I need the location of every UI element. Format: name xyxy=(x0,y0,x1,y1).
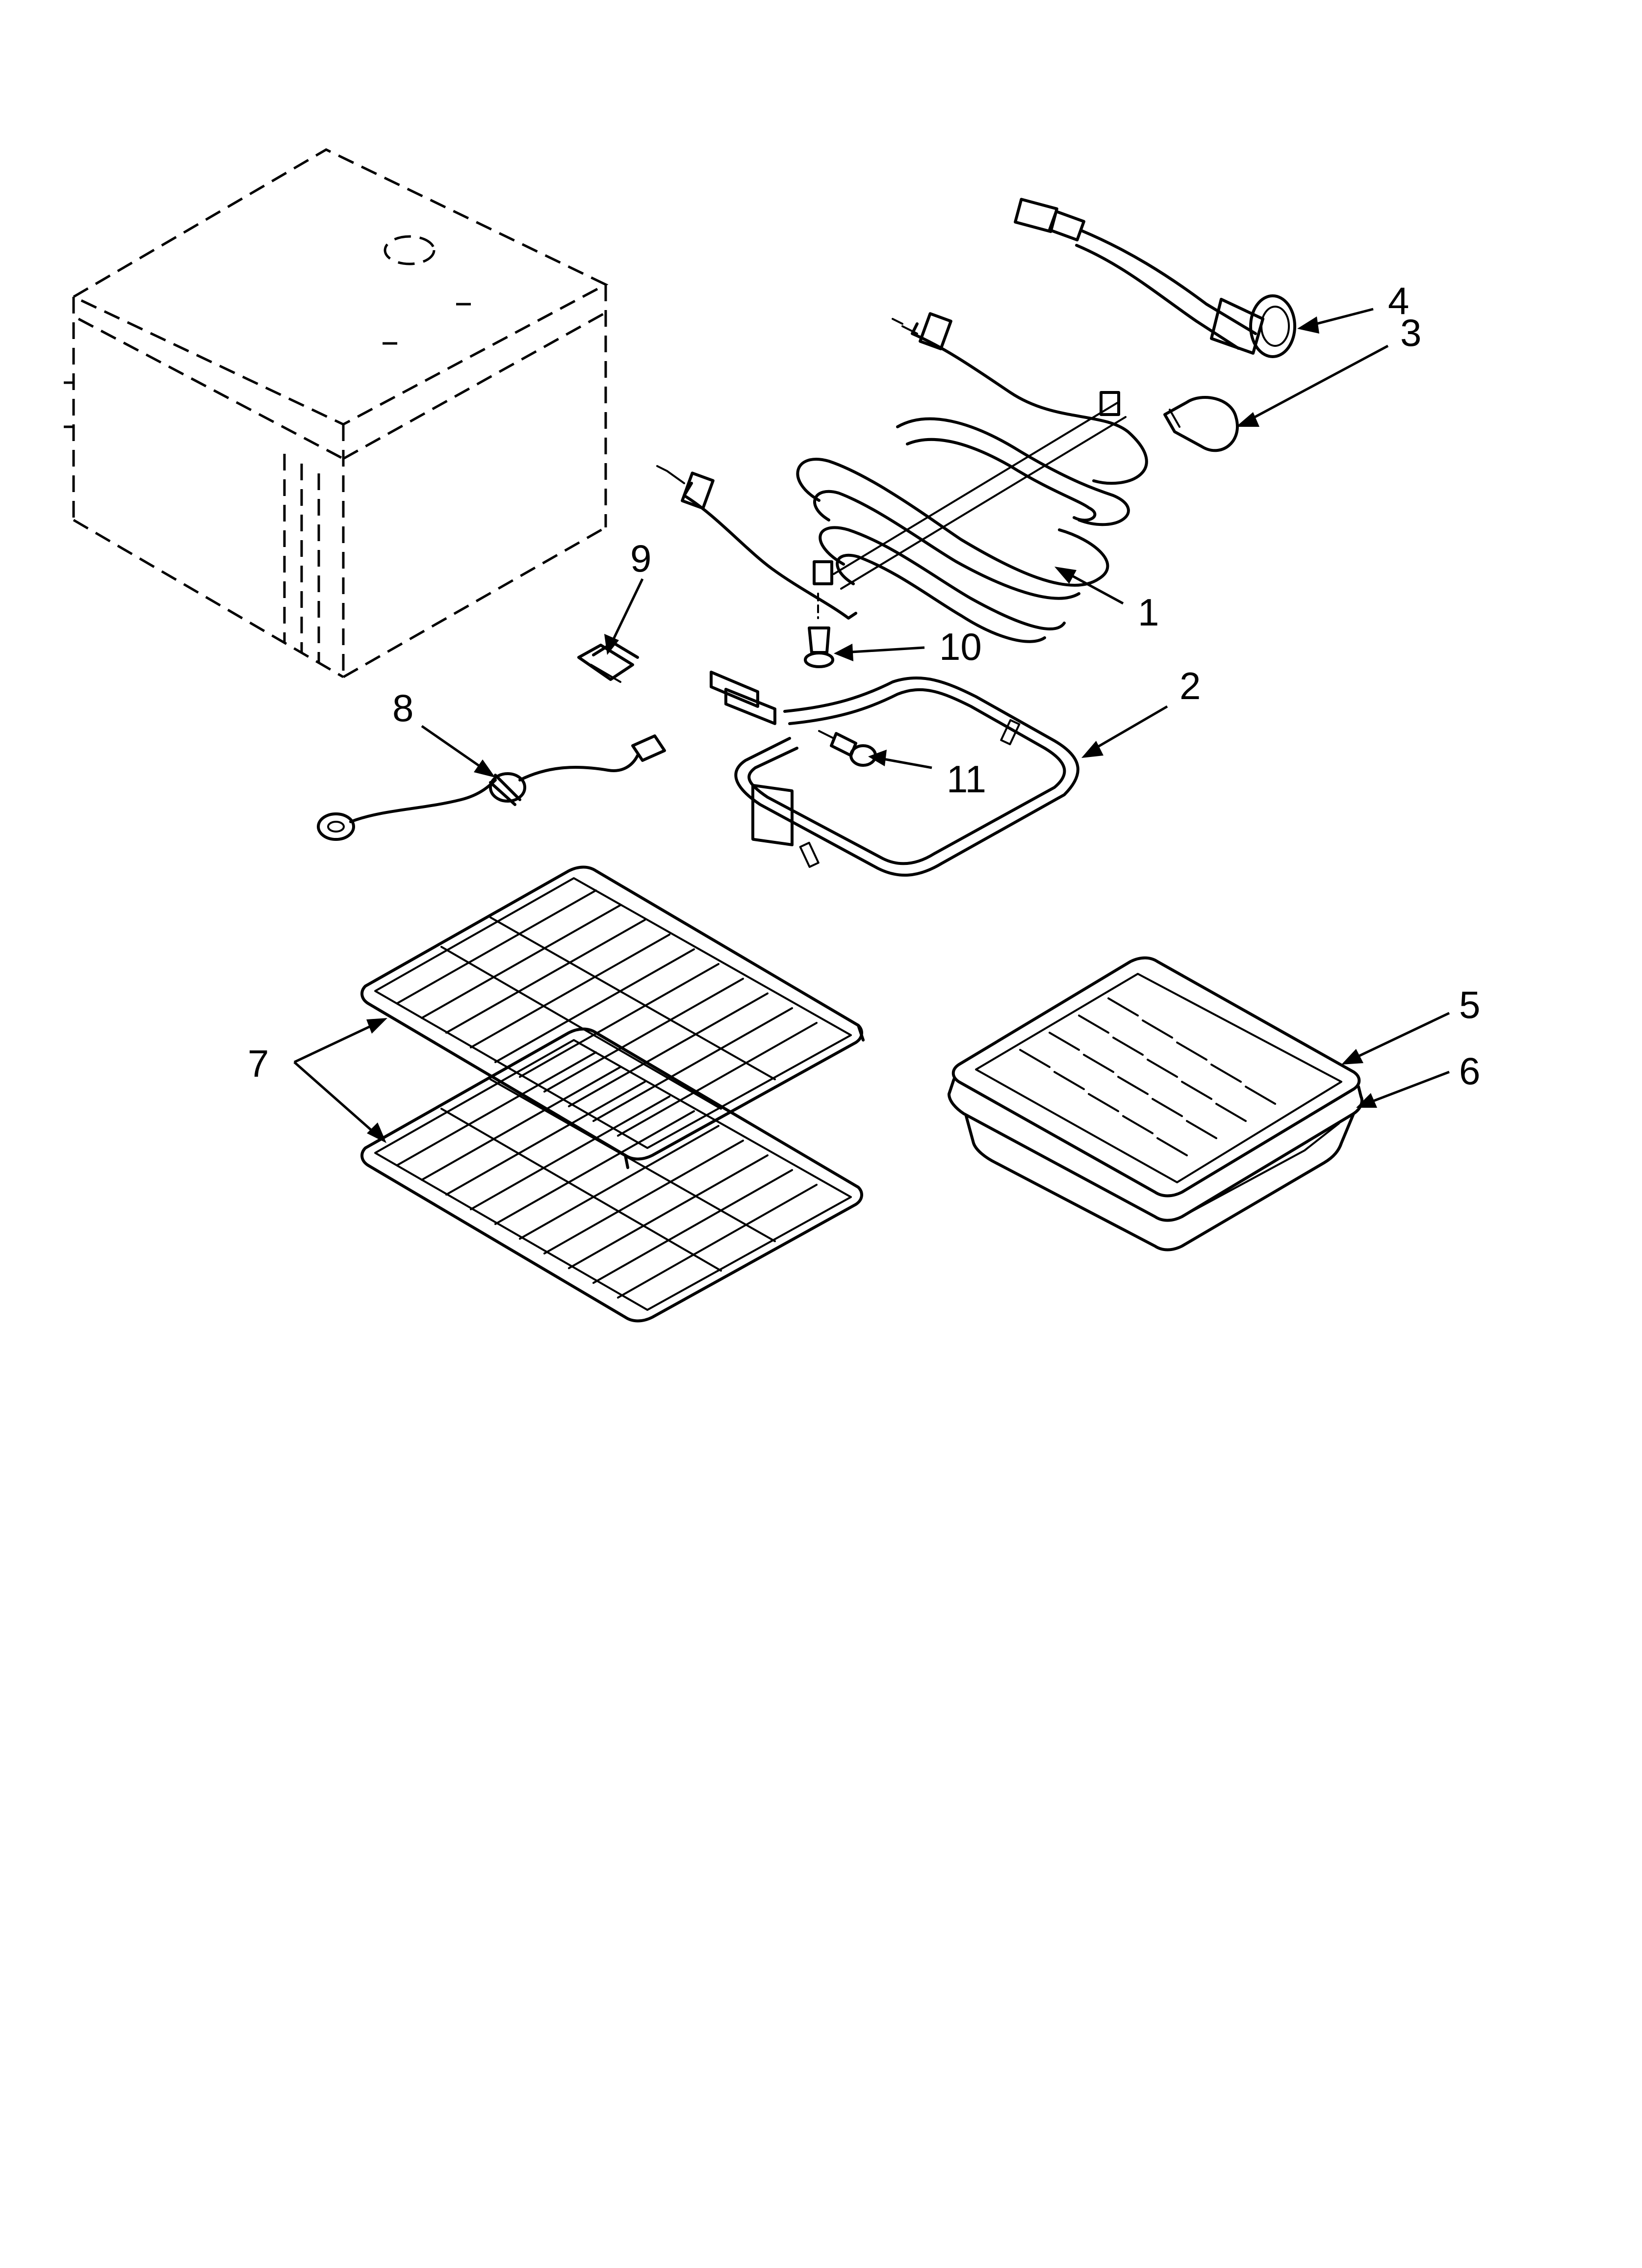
temperature-sensor xyxy=(317,734,666,841)
broil-element xyxy=(656,312,1148,643)
leader-lines xyxy=(293,308,1450,1143)
callout-2: 2 xyxy=(1180,664,1201,707)
callout-11: 11 xyxy=(947,757,986,801)
callout-1: 1 xyxy=(1138,591,1159,634)
lamp-socket-assembly xyxy=(1014,198,1296,358)
callout-8: 8 xyxy=(392,686,413,730)
oven-cavity-outline xyxy=(64,148,609,678)
callout-7: 7 xyxy=(248,1042,269,1085)
oven-racks xyxy=(360,865,865,1323)
callout-9: 9 xyxy=(630,537,651,580)
callout-3: 3 xyxy=(1400,311,1421,354)
screw-11 xyxy=(818,730,877,767)
callout-5: 5 xyxy=(1459,983,1480,1026)
callout-10: 10 xyxy=(939,625,982,668)
callout-labels: 1 2 3 4 5 6 7 8 9 10 11 xyxy=(248,279,1480,1093)
callout-6: 6 xyxy=(1459,1049,1480,1093)
broiler-pan-assembly xyxy=(948,956,1363,1251)
screw-10 xyxy=(804,593,834,668)
callout-4: 4 xyxy=(1388,279,1409,322)
bake-element xyxy=(710,671,1079,877)
light-bulb xyxy=(1163,396,1239,452)
